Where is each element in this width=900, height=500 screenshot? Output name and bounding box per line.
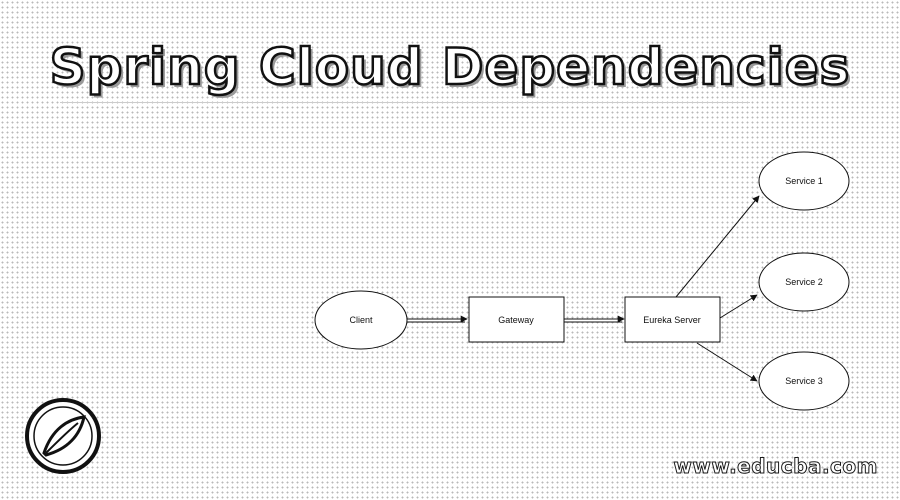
node-client-label: Client bbox=[349, 315, 373, 325]
node-client: Client bbox=[314, 290, 408, 350]
node-gateway: Gateway bbox=[468, 296, 565, 343]
spring-leaf-icon bbox=[25, 398, 101, 474]
edge-eureka-service2 bbox=[719, 294, 758, 319]
node-service-1: Service 1 bbox=[758, 151, 850, 211]
edge-eureka-service1 bbox=[675, 195, 760, 298]
node-eureka-server-label: Eureka Server bbox=[643, 315, 701, 325]
node-service-3: Service 3 bbox=[758, 351, 850, 411]
title-divider bbox=[60, 102, 750, 103]
edge-eureka-service3 bbox=[696, 342, 758, 382]
node-service-2: Service 2 bbox=[758, 252, 850, 312]
node-service-3-label: Service 3 bbox=[785, 376, 823, 386]
node-gateway-label: Gateway bbox=[498, 315, 534, 325]
node-service-2-label: Service 2 bbox=[785, 277, 823, 287]
node-eureka-server: Eureka Server bbox=[624, 296, 721, 343]
edges bbox=[407, 195, 760, 382]
watermark: www.educba.com bbox=[673, 454, 878, 479]
page-title: Spring Cloud Dependencies bbox=[48, 37, 851, 98]
node-service-1-label: Service 1 bbox=[785, 176, 823, 186]
